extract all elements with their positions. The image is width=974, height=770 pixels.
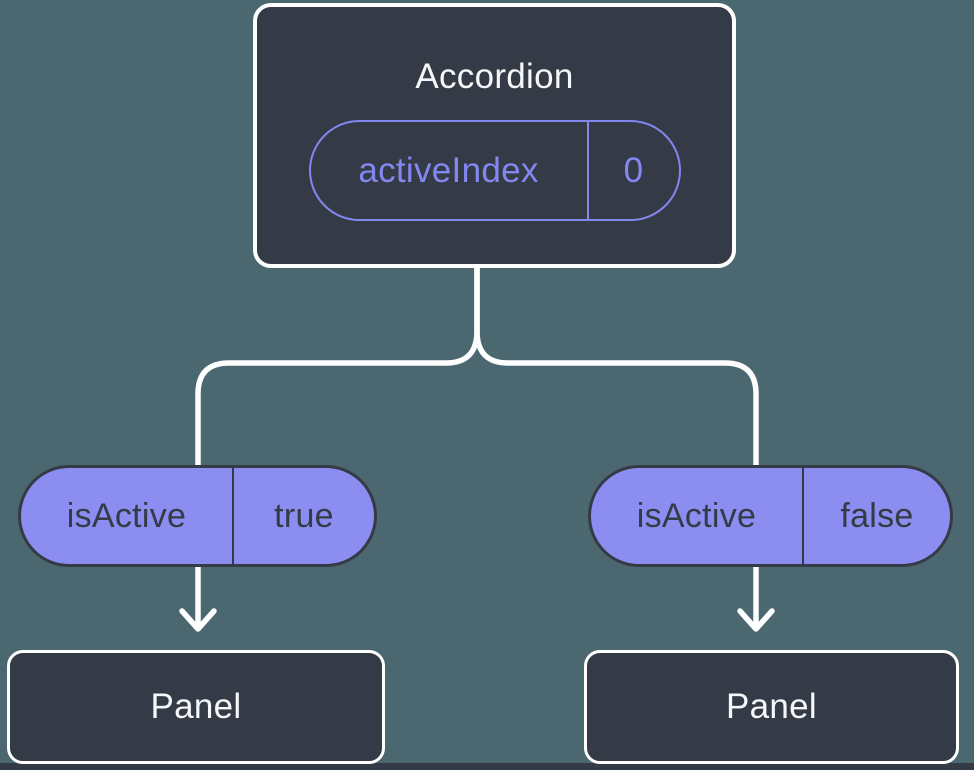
connector-right-branch: [474, 261, 759, 631]
arrow-down-left-icon: [179, 608, 217, 632]
state-pill: activeIndex 0: [308, 120, 681, 221]
accordion-node: Accordion activeIndex 0: [253, 3, 736, 268]
prop-pill-left: isActive true: [18, 465, 377, 567]
state-pill-name: activeIndex: [358, 150, 539, 190]
panel-node-right: Panel: [584, 650, 959, 764]
prop-pill-left-value: true: [232, 468, 374, 564]
arrow-down-right-icon: [737, 608, 775, 632]
prop-pill-right-value: false: [802, 468, 950, 564]
prop-pill-right: isActive false: [588, 465, 953, 567]
panel-node-left-title: Panel: [150, 687, 242, 726]
bottom-crop-strip: [0, 763, 974, 770]
panel-node-right-title: Panel: [725, 687, 818, 726]
prop-pill-left-name: isActive: [66, 496, 187, 535]
accordion-node-title: Accordion: [415, 57, 574, 96]
panel-node-left: Panel: [7, 650, 385, 764]
prop-pill-right-name: isActive: [636, 496, 757, 535]
state-pill-value: 0: [586, 122, 679, 219]
connector-left-branch: [195, 261, 480, 631]
